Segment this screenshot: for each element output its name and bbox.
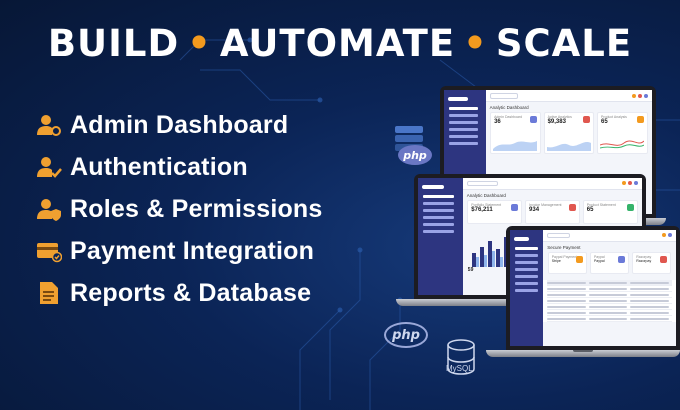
stat-card-value: 65 <box>586 206 594 213</box>
database-icon <box>447 339 475 375</box>
stat-card-value: 36 <box>494 119 501 126</box>
payment-card: Razorpay Razorpay <box>632 251 672 274</box>
payment-card-value: Stripe <box>551 258 561 263</box>
extra-row: 59 <box>463 267 642 273</box>
user-check-icon <box>37 157 62 178</box>
page-title: Analytic Dashboard <box>466 192 506 198</box>
payment-card-label: Paypal <box>593 254 605 259</box>
feature-item: Authentication <box>36 146 323 188</box>
feature-label: Admin Dashboard <box>70 110 289 139</box>
payment-card-value: Paypal <box>593 258 605 263</box>
page-title: Secure Payment <box>547 244 581 250</box>
headline-separator: • <box>463 22 488 65</box>
feature-item: Admin Dashboard <box>36 104 323 146</box>
stat-card: Product Analysis 65 <box>597 112 648 155</box>
stat-card-label: Admin Dashboard <box>494 115 523 120</box>
stat-extra-value: 59 <box>467 266 474 273</box>
php-logo-bottom: php <box>384 322 428 348</box>
payment-card-value: Razorpay <box>636 258 652 263</box>
payment-card-label: Razorpay <box>636 254 652 259</box>
php-logo-top: php <box>398 145 432 165</box>
php-logo-text: php <box>392 327 420 343</box>
stat-card-label: Portfolio Statement <box>471 202 502 207</box>
stat-card-value: 65 <box>601 119 608 126</box>
stat-card: Product Statement 65 <box>582 199 638 224</box>
php-logo-text: php <box>403 148 427 162</box>
stat-card-label: Product Analysis <box>601 115 627 120</box>
payment-card-label: Paypal Payment <box>551 254 578 259</box>
transactions-table <box>543 279 676 322</box>
payment-card: Paypal Payment Stripe <box>547 251 587 274</box>
credit-card-check-icon <box>37 243 62 263</box>
user-shield-icon <box>37 199 61 221</box>
document-report-icon <box>40 282 58 304</box>
stat-card-value: $9,383 <box>547 119 566 126</box>
stat-card-label: Product Statement <box>586 202 616 207</box>
mysql-label: MySQL <box>446 364 473 373</box>
feature-label: Authentication <box>70 152 248 181</box>
feature-label: Reports & Database <box>70 278 312 307</box>
headline-word-scale: SCALE <box>495 22 633 65</box>
headline-separator: • <box>187 22 212 65</box>
stat-card: Admin Dashboard 36 <box>490 112 541 155</box>
stat-card-value: $76,211 <box>471 206 493 213</box>
headline: BUILD•AUTOMATE•SCALE <box>0 22 680 65</box>
feature-label: Payment Integration <box>70 236 315 265</box>
stat-card-label: Active Analytics <box>547 115 572 120</box>
feature-label: Roles & Permissions <box>70 194 323 223</box>
page-title: Analytic Dashboard <box>489 105 529 111</box>
stat-card: Invoice Management 934 <box>525 199 580 224</box>
feature-item: Roles & Permissions <box>36 188 323 230</box>
feature-list: Admin Dashboard Authentication Roles & P… <box>36 104 323 314</box>
sidebar <box>418 178 463 295</box>
stat-card: Active Analytics $9,383 <box>543 112 595 155</box>
headline-word-build: BUILD <box>47 22 180 65</box>
payment-card: Paypal Paypal <box>589 251 630 274</box>
sidebar <box>510 230 544 346</box>
headline-word-automate: AUTOMATE <box>219 22 456 65</box>
stat-card-value: 934 <box>529 206 540 213</box>
feature-item: Reports & Database <box>36 272 323 314</box>
stat-card: Portfolio Statement $76,211 <box>467 199 523 224</box>
feature-item: Payment Integration <box>36 230 323 272</box>
stat-card-label: Invoice Management <box>529 202 562 207</box>
user-gear-icon <box>37 115 61 136</box>
